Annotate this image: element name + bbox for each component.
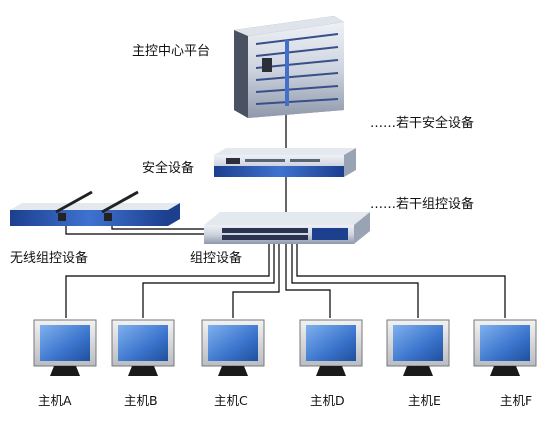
host-label-a: 主机A — [38, 393, 72, 408]
host-monitor-icon-e — [386, 319, 450, 376]
host-monitor-icon-d — [299, 319, 363, 376]
switch-note-label: ……若干组控设备 — [370, 197, 475, 212]
security-device-icon — [214, 148, 356, 177]
switch-label: 组控设备 — [190, 251, 243, 266]
host-label-f: 主机F — [500, 393, 533, 408]
host-monitor-icon-c — [201, 319, 265, 376]
security-note-label: ……若干安全设备 — [370, 116, 475, 131]
switch-icon — [204, 212, 370, 244]
link-switch-to-host-e — [291, 243, 419, 318]
host-label-c: 主机C — [214, 393, 248, 408]
host-monitor-icon-a — [33, 319, 97, 376]
wireless-controller-icon — [10, 190, 180, 226]
main-platform-label: 主控中心平台 — [132, 44, 211, 59]
wireless-controller-label: 无线组控设备 — [10, 251, 89, 266]
link-switch-to-host-c — [232, 243, 280, 318]
main-platform-chassis-icon — [234, 16, 344, 118]
host-monitor-icon-b — [111, 319, 175, 376]
link-switch-to-host-f — [296, 243, 506, 318]
host-label-b: 主机B — [124, 393, 158, 408]
host-label-e: 主机E — [408, 393, 441, 408]
link-switch-to-host-b — [142, 243, 275, 318]
host-label-d: 主机D — [310, 393, 345, 408]
link-switch-to-host-d — [285, 243, 331, 318]
link-switch-to-host-a — [65, 243, 270, 318]
host-monitor-icon-f — [473, 319, 537, 376]
security-device-label: 安全设备 — [142, 161, 195, 176]
